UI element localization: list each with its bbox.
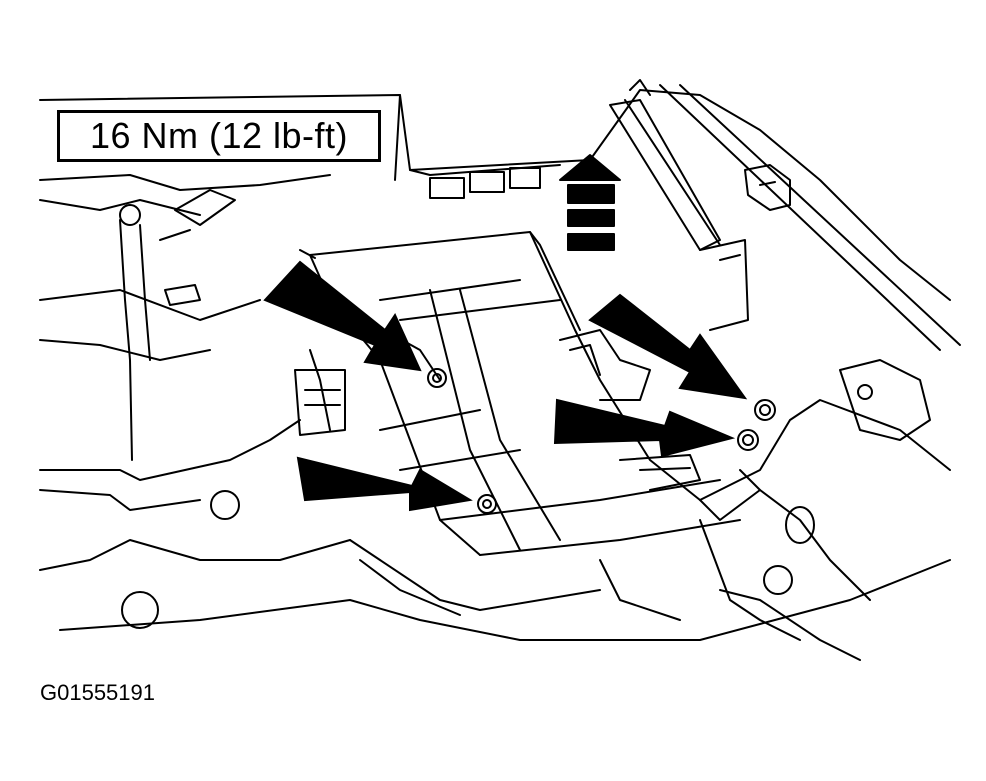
torque-spec-label: 16 Nm (12 lb-ft) — [89, 115, 349, 156]
callout-arrow-upper-left — [263, 260, 422, 372]
front-body-panel — [39, 359, 951, 661]
side-rail — [609, 79, 791, 331]
bolt-fastener — [427, 368, 776, 514]
callout-arrow-upper-right — [588, 293, 748, 400]
callout-arrows — [263, 260, 748, 512]
callout-arrow-lower-right — [553, 398, 736, 458]
callout-arrow-lower-left — [296, 456, 473, 512]
torque-spec-callout: 16 Nm (12 lb-ft) — [57, 110, 381, 162]
battery-tray — [294, 231, 761, 616]
engine-bay-background — [39, 84, 961, 461]
up-arrow-icon — [559, 154, 621, 251]
figure-id-label: G01555191 — [40, 680, 155, 705]
